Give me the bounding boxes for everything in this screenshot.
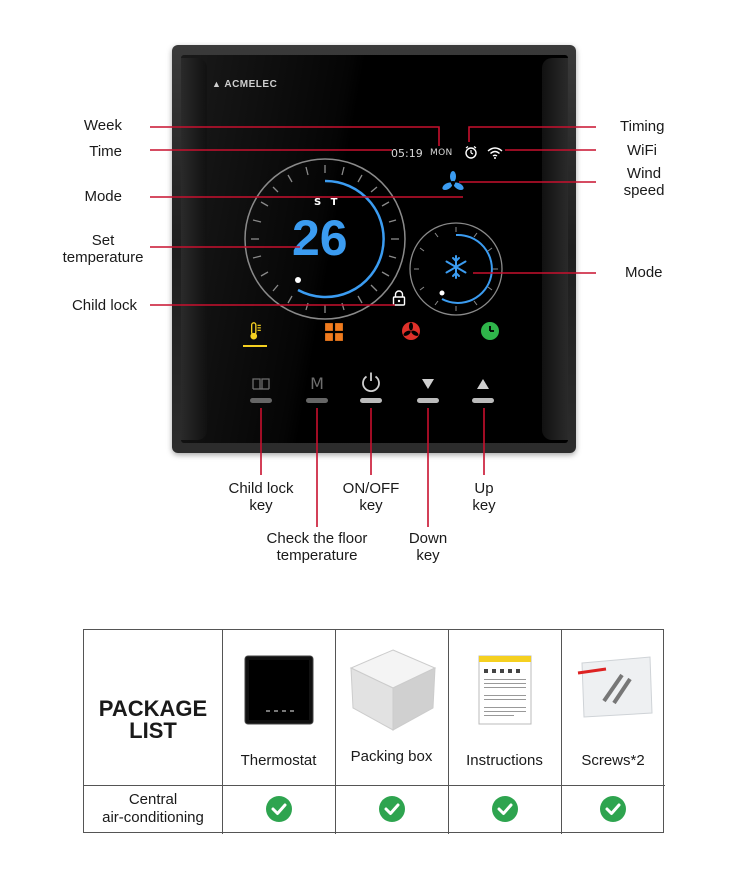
down-label-line2: key: [416, 547, 440, 564]
power-key-icon[interactable]: [360, 371, 382, 393]
wifi-icon: [487, 147, 503, 159]
down-key-icon[interactable]: [421, 378, 435, 390]
mode-st-display: S T: [314, 197, 341, 208]
child-lock-label: Child lock: [71, 297, 137, 314]
child-lock-icon: [392, 290, 406, 306]
screws-bag-image: [577, 656, 653, 718]
floor-temp-key-label[interactable]: M: [310, 374, 324, 393]
wind-label-line1: Wind: [626, 165, 662, 182]
onoff-label-line1: ON/OFF: [342, 480, 400, 497]
package-item-packing-box: Packing box: [350, 748, 433, 765]
power-key-bar[interactable]: [360, 398, 382, 403]
time-label: Time: [89, 143, 122, 160]
package-list-table: PACKAGE LIST: [83, 629, 665, 834]
set-temp-label-line2: temperature: [62, 249, 144, 266]
time-display: 05:19: [391, 147, 423, 160]
down-key-bar[interactable]: [417, 398, 439, 403]
fan-icon: [402, 322, 420, 340]
check-icon-thermostat: [266, 796, 292, 822]
menu-grid-icon: [325, 323, 343, 341]
set-temperature-display: 26: [292, 210, 348, 266]
package-list-title: PACKAGE LIST: [98, 696, 208, 743]
thermostat-glass-panel: [181, 55, 568, 443]
wifi-label: WiFi: [627, 142, 657, 159]
packing-box-image: [349, 649, 437, 731]
mode-right-label: Mode: [625, 264, 663, 281]
check-icon-packing-box: [379, 796, 405, 822]
floor-heating-underline: [243, 345, 267, 347]
snowflake-icon: [445, 255, 467, 279]
floor-temp-key-bar[interactable]: [306, 398, 328, 403]
onoff-label-line2: key: [359, 497, 383, 514]
temperature-dial: [244, 158, 406, 320]
wind-speed-fan-icon: [442, 171, 464, 191]
panel-right-edge: [542, 58, 568, 440]
child-lock-key-bar[interactable]: [250, 398, 272, 403]
floor-temp-label-line2: temperature: [276, 547, 358, 564]
check-icon-screws: [600, 796, 626, 822]
down-label-line1: Down: [408, 530, 448, 547]
mode-left-label: Mode: [84, 188, 122, 205]
up-label-line1: Up: [474, 480, 494, 497]
package-item-instructions: Instructions: [466, 752, 543, 769]
mode-dial: [409, 222, 503, 316]
child-lock-key-icon[interactable]: [252, 377, 270, 391]
floor-heating-icon: [250, 322, 261, 340]
up-label-line2: key: [472, 497, 496, 514]
brand-logo: ▲ ACMELEC: [212, 79, 278, 90]
instructions-manual-image: [478, 655, 532, 725]
up-key-bar[interactable]: [472, 398, 494, 403]
panel-left-edge: [181, 58, 207, 440]
thermostat-product-image: [244, 655, 314, 725]
check-icon-instructions: [492, 796, 518, 822]
package-item-thermostat: Thermostat: [240, 752, 317, 769]
central-ac-row-label: Central air-conditioning: [102, 791, 204, 826]
child-lock-key-label-line1: Child lock: [228, 480, 294, 497]
week-display: MON: [430, 148, 453, 158]
wind-label-line2: speed: [623, 182, 665, 199]
package-item-screws: Screws*2: [581, 752, 645, 769]
callout-lines: [150, 126, 596, 527]
floor-temp-label-line1: Check the floor: [266, 530, 368, 547]
timer-clock-icon: [481, 322, 499, 340]
timing-label: Timing: [620, 118, 665, 135]
week-callout-line: [150, 126, 440, 146]
up-key-icon[interactable]: [476, 378, 490, 390]
set-temp-label-line1: Set: [91, 232, 115, 249]
week-label: Week: [83, 117, 122, 134]
timing-alarm-icon: [465, 146, 477, 159]
child-lock-key-label-line2: key: [249, 497, 273, 514]
timing-callout-line: [468, 126, 596, 142]
